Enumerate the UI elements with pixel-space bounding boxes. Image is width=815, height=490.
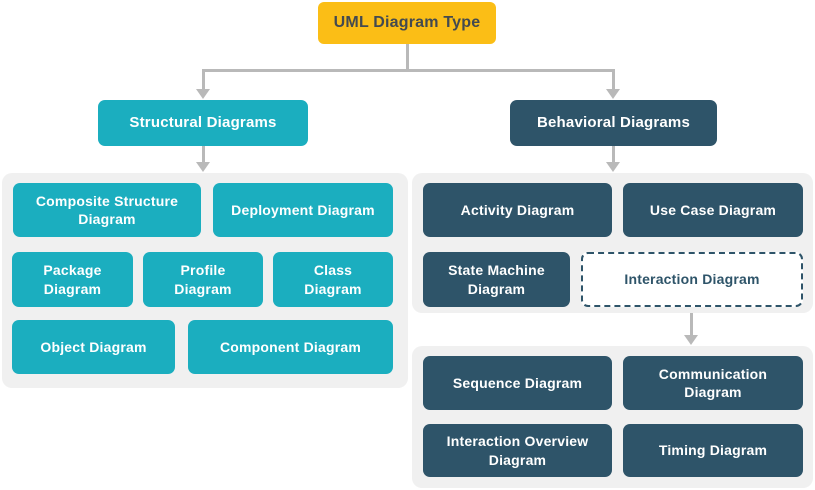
node-activity-diagram-label: Activity Diagram (460, 201, 575, 218)
connector-structural-to-panel (202, 146, 205, 163)
node-interaction-overview-diagram: Interaction Overview Diagram (423, 424, 612, 477)
node-use-case-diagram: Use Case Diagram (623, 183, 803, 237)
node-component-diagram-label: Component Diagram (219, 338, 362, 355)
node-communication-diagram: Communication Diagram (623, 356, 803, 410)
connector-branch-bar (202, 69, 615, 72)
node-timing-diagram: Timing Diagram (623, 424, 803, 477)
connector-behavioral-to-panel (612, 146, 615, 163)
node-uml-diagram-type: UML Diagram Type (318, 2, 496, 44)
node-use-case-diagram-label: Use Case Diagram (649, 201, 777, 218)
node-package-diagram: Package Diagram (12, 252, 133, 307)
connector-behavioral-drop (612, 69, 615, 90)
node-interaction-diagram: Interaction Diagram (581, 252, 803, 307)
node-behavioral-diagrams: Behavioral Diagrams (510, 100, 717, 146)
node-interaction-overview-diagram-label: Interaction Overview Diagram (446, 433, 589, 468)
node-state-machine-diagram: State Machine Diagram (423, 252, 570, 307)
node-sequence-diagram-label: Sequence Diagram (452, 374, 583, 391)
connector-arrow-behavioral (606, 89, 620, 99)
node-uml-diagram-type-label: UML Diagram Type (333, 13, 481, 31)
connector-arrow-structural (196, 89, 210, 99)
node-component-diagram: Component Diagram (188, 320, 393, 374)
connector-arrow-structural-panel (196, 162, 210, 172)
node-structural-diagrams: Structural Diagrams (98, 100, 308, 146)
node-deployment-diagram: Deployment Diagram (213, 183, 393, 237)
node-package-diagram-label: Package Diagram (43, 262, 102, 297)
node-state-machine-diagram-label: State Machine Diagram (448, 262, 545, 297)
connector-interaction-drop (690, 309, 693, 336)
connector-arrow-interaction (684, 335, 698, 345)
node-communication-diagram-label: Communication Diagram (658, 365, 768, 400)
node-composite-structure-diagram-label: Composite Structure Diagram (35, 192, 179, 227)
node-activity-diagram: Activity Diagram (423, 183, 612, 237)
node-composite-structure-diagram: Composite Structure Diagram (13, 183, 201, 237)
node-sequence-diagram: Sequence Diagram (423, 356, 612, 410)
connector-arrow-behavioral-panel (606, 162, 620, 172)
node-behavioral-diagrams-label: Behavioral Diagrams (536, 114, 691, 132)
node-profile-diagram-label: Profile Diagram (174, 262, 232, 297)
node-structural-diagrams-label: Structural Diagrams (129, 114, 277, 132)
node-profile-diagram: Profile Diagram (143, 252, 263, 307)
node-object-diagram-label: Object Diagram (40, 338, 147, 355)
node-timing-diagram-label: Timing Diagram (658, 442, 768, 459)
connector-root-stem (406, 44, 409, 70)
node-class-diagram-label: Class Diagram (304, 262, 362, 297)
node-interaction-diagram-label: Interaction Diagram (624, 271, 760, 288)
node-class-diagram: Class Diagram (273, 252, 393, 307)
node-deployment-diagram-label: Deployment Diagram (231, 201, 375, 218)
connector-structural-drop (202, 69, 205, 90)
node-object-diagram: Object Diagram (12, 320, 175, 374)
